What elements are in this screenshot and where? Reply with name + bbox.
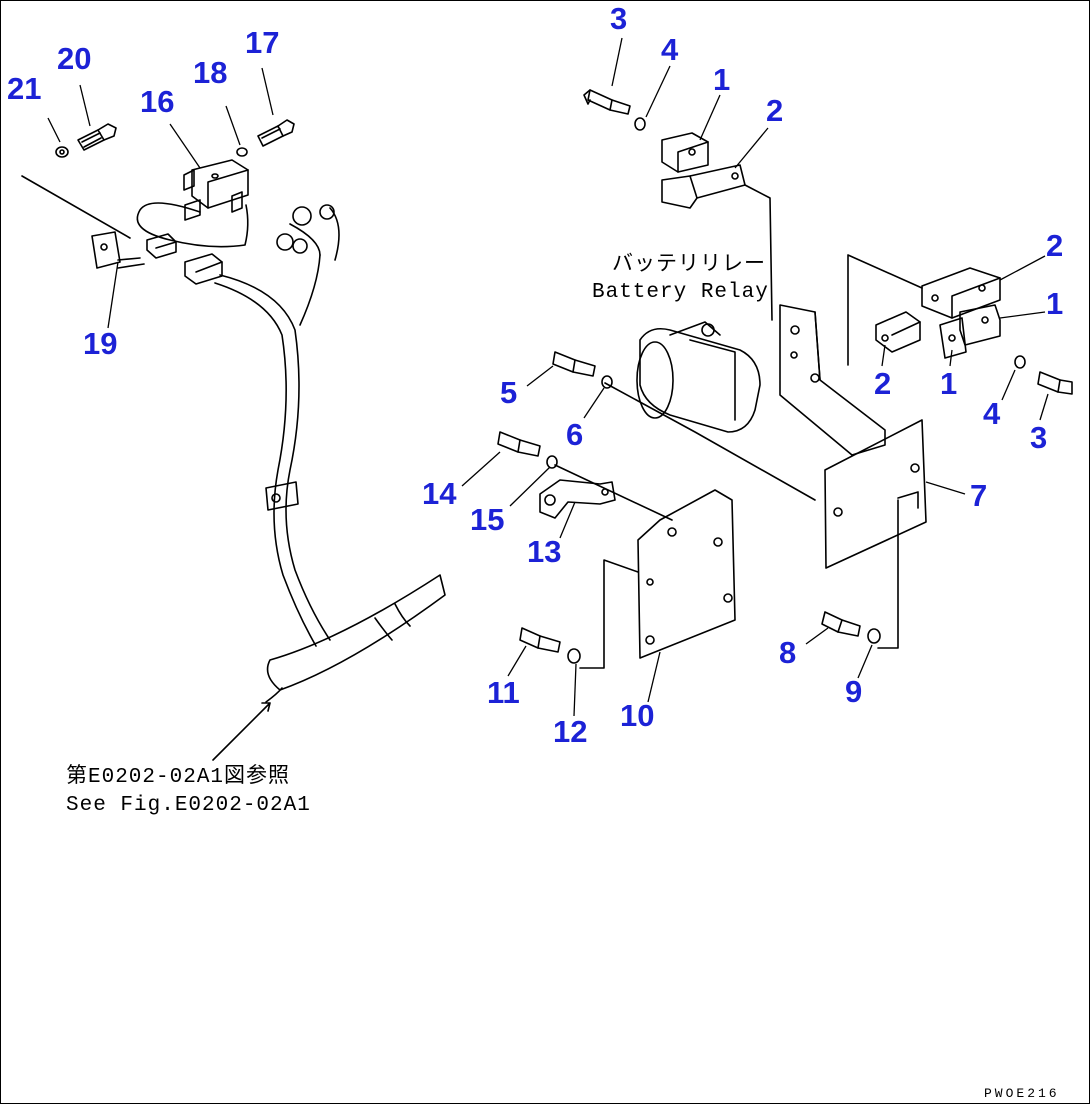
callout-3-top: 3 (610, 1, 628, 36)
plate-7 (825, 420, 926, 568)
washer-4-right (1015, 356, 1025, 368)
bolt-20 (78, 124, 116, 150)
harness-clip (266, 482, 298, 510)
leader-washer-12 (580, 560, 638, 668)
bracket-1-right (940, 305, 1000, 358)
leader-21-19 (22, 176, 130, 238)
relay-16 (184, 160, 248, 220)
ground-wire (266, 688, 282, 702)
washer-12 (568, 649, 580, 663)
leader-bracket-right (848, 255, 922, 365)
bracket-2-lower (876, 312, 920, 352)
bracket-2-right (922, 268, 1000, 318)
callout-8: 8 (779, 635, 797, 670)
washer-21 (56, 147, 68, 157)
connector-small (147, 234, 176, 258)
plate-10 (638, 490, 735, 658)
callout-14: 14 (422, 476, 457, 511)
drawing-code: PWOE216 (984, 1086, 1060, 1101)
bracket-2-mid (780, 305, 885, 455)
bolt-17 (258, 120, 294, 146)
callout-16: 16 (140, 84, 175, 119)
harness-reference-en: See Fig.E0202-02A1 (66, 794, 311, 817)
harness-terminals (277, 205, 339, 260)
harness-branch (300, 255, 320, 325)
bolt-14 (498, 432, 540, 456)
callout-3-right: 3 (1030, 420, 1048, 455)
bolt-5 (553, 352, 595, 376)
callout-2-lower: 2 (874, 366, 892, 401)
callout-20: 20 (57, 41, 92, 76)
washer-15 (547, 456, 557, 468)
harness-trunk (220, 275, 330, 640)
callout-11: 11 (487, 675, 520, 710)
leader-washer-9 (878, 500, 898, 648)
callout-5: 5 (500, 375, 518, 410)
callout-4-top: 4 (661, 32, 679, 67)
bolt-11 (520, 628, 560, 652)
battery-relay-label-ja: バッテリリレー (612, 254, 766, 277)
leader-bracket-top (745, 185, 772, 320)
bolt-3-right (1038, 372, 1072, 394)
callout-17: 17 (245, 25, 280, 60)
bracket-1-top (662, 133, 708, 172)
callout-4-right: 4 (983, 396, 1001, 431)
callout-7: 7 (970, 478, 988, 513)
callout-12: 12 (553, 714, 588, 749)
washer-4-top (635, 118, 645, 130)
callout-19: 19 (83, 326, 118, 361)
washer-9 (868, 629, 880, 643)
battery-relay-label-en: Battery Relay (592, 281, 769, 304)
callout-21: 21 (7, 71, 42, 106)
callout-15: 15 (470, 502, 505, 537)
callout-18: 18 (193, 55, 228, 90)
harness-loop (137, 203, 247, 247)
bolt-3-top (584, 90, 630, 114)
battery-relay (637, 322, 760, 432)
leader-harness-reference (213, 703, 270, 760)
callout-1-top: 1 (713, 62, 731, 97)
callout-10: 10 (620, 698, 655, 733)
bolt-8 (822, 612, 860, 636)
callout-1-lower: 1 (940, 366, 958, 401)
bracket-19 (92, 232, 144, 268)
harness-reference-ja: 第E0202-02A1図参照 (66, 766, 291, 789)
callout-1-right: 1 (1046, 286, 1064, 321)
callout-13: 13 (527, 534, 562, 569)
callout-2-top: 2 (766, 93, 784, 128)
callout-2-right: 2 (1046, 228, 1064, 263)
bracket-13 (540, 480, 615, 518)
harness-trunk-b (215, 283, 316, 646)
harness-sleeve (268, 575, 445, 690)
washer-6 (602, 376, 612, 388)
washer-18 (237, 148, 247, 156)
callout-6: 6 (566, 417, 584, 452)
callout-9: 9 (845, 674, 863, 709)
bracket-2-top (662, 165, 745, 208)
leader-washer-6 (605, 383, 815, 500)
